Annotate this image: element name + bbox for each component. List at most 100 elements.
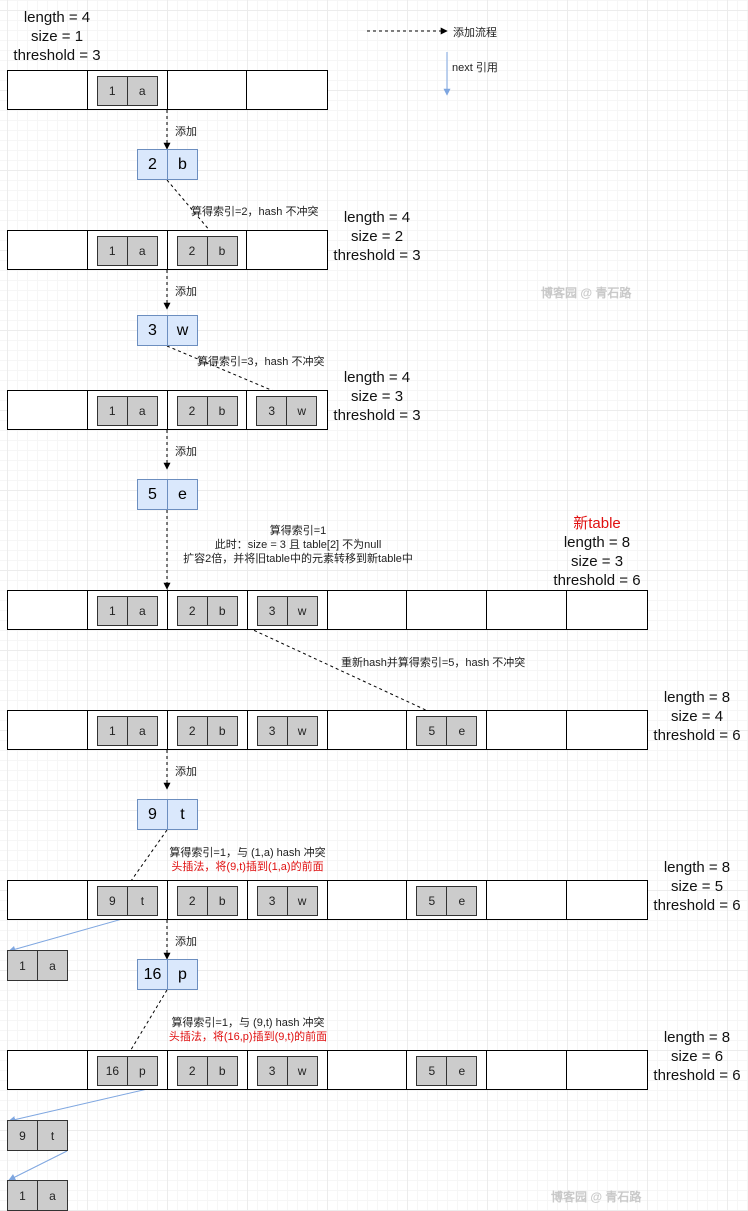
entry-key: 16 bbox=[98, 1057, 128, 1085]
table-slot bbox=[487, 711, 568, 749]
entry-key: 1 bbox=[98, 717, 128, 745]
flow-arrow bbox=[125, 989, 168, 1059]
table-slot bbox=[8, 591, 88, 629]
entry-value: b bbox=[218, 1064, 226, 1078]
annotation-collision-p: 算得索引=1，与 (9,t) hash 冲突 头插法，将(16,p)插到(9,t… bbox=[168, 1017, 328, 1043]
entry-value: w bbox=[297, 724, 307, 738]
entry-key: 2 bbox=[178, 717, 208, 745]
entry-value: e bbox=[458, 894, 466, 908]
entry-key: 5 bbox=[417, 887, 448, 915]
entry-key: 1 bbox=[98, 597, 128, 625]
table-slot bbox=[567, 1051, 647, 1089]
entry-value: w bbox=[297, 1064, 307, 1078]
table-slot bbox=[168, 71, 248, 109]
next-ref-arrow bbox=[8, 1086, 157, 1123]
entry-value: w bbox=[297, 404, 307, 418]
entry-key: 3 bbox=[258, 887, 288, 915]
table-slot bbox=[8, 71, 88, 109]
annotation-collision-t: 算得索引=1，与 (1,a) hash 冲突 头插法，将(9,t)插到(1,a)… bbox=[169, 847, 326, 873]
table-slot bbox=[407, 591, 488, 629]
annotation-insert-b: 算得索引=2，hash 不冲突 bbox=[191, 206, 319, 218]
table-slot bbox=[328, 591, 408, 629]
entry-value: w bbox=[297, 894, 307, 908]
table-slot bbox=[567, 711, 647, 749]
table-slot bbox=[8, 711, 88, 749]
flow-arrow bbox=[166, 345, 291, 399]
next-ref-arrow bbox=[8, 1150, 68, 1181]
table-slot bbox=[487, 881, 568, 919]
entry-value: b bbox=[218, 604, 226, 618]
table-slot bbox=[487, 591, 568, 629]
entry-key: 3 bbox=[258, 597, 288, 625]
entry-key: 2 bbox=[178, 887, 208, 915]
table-slot bbox=[8, 1051, 88, 1089]
entry-key: 3 bbox=[257, 397, 288, 425]
entry-value: a bbox=[138, 404, 146, 418]
entry-value: e bbox=[458, 1064, 466, 1078]
entry-value: a bbox=[138, 244, 146, 258]
entry-value: b bbox=[218, 894, 226, 908]
entry-value: e bbox=[458, 724, 466, 738]
table-slot bbox=[247, 71, 327, 109]
legend-add-flow-label: 添加流程 bbox=[453, 27, 497, 39]
add-label: 添加 bbox=[175, 766, 197, 778]
annotation-resize: 算得索引=1 此时：size = 3 且 table[2] 不为null 扩容2… bbox=[183, 525, 413, 565]
add-label: 添加 bbox=[175, 446, 197, 458]
table-slot bbox=[567, 881, 647, 919]
add-label: 添加 bbox=[175, 126, 197, 138]
entry-value: w bbox=[297, 604, 307, 618]
add-label: 添加 bbox=[175, 936, 197, 948]
entry-value: b bbox=[218, 244, 226, 258]
entry-value: a bbox=[138, 84, 146, 98]
entry-value: b bbox=[218, 724, 226, 738]
entry-value: t bbox=[140, 894, 145, 908]
entry-key: 1 bbox=[98, 397, 128, 425]
watermark: 博客园 @ 青石路 bbox=[551, 1190, 642, 1204]
entry-key: 3 bbox=[258, 1057, 288, 1085]
entry-key: 1 bbox=[98, 237, 128, 265]
